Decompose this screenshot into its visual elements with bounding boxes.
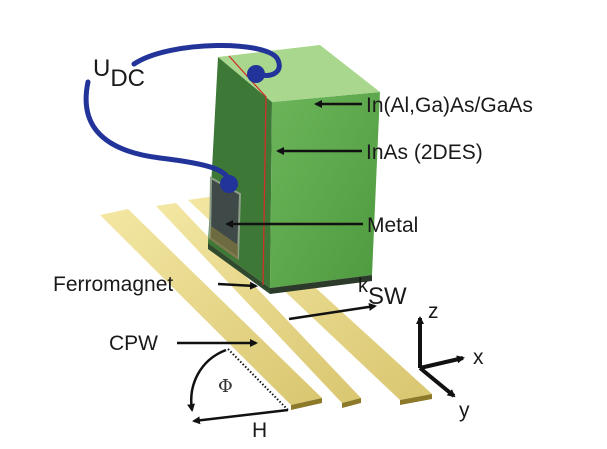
cpw-strip-center: [156, 203, 361, 408]
cpw-label: CPW: [109, 332, 158, 355]
wire-contact-metal: [220, 175, 238, 193]
block-bottom-edge: [270, 275, 372, 294]
barrier-label: In(Al,Ga)As/GaAs: [366, 94, 533, 117]
wire-contact-top: [247, 65, 265, 83]
dc-voltage-wire: [83, 42, 282, 193]
twodes-layer-line: [228, 55, 267, 286]
field-arrow: [192, 408, 289, 425]
x-axis-arrow: [419, 355, 465, 370]
phi-label: Φ: [218, 376, 233, 397]
spin-wave-vector-label: kSW: [358, 275, 407, 310]
field-angle-indicator: Φ H: [187, 348, 289, 442]
angle-arc: [187, 348, 227, 412]
spin-wave-vector-arrow: [288, 302, 377, 321]
ferromagnet-arrow: [217, 281, 258, 290]
ferromagnet-label: Ferromagnet: [53, 273, 173, 296]
heterostructure-block: [208, 45, 380, 294]
ferromagnet-layer: [210, 226, 238, 260]
cpw-strip-left: [100, 209, 322, 410]
z-axis-label: z: [428, 300, 439, 323]
y-axis-label: y: [459, 399, 470, 422]
y-axis-arrow: [418, 366, 456, 398]
field-label: H: [252, 419, 267, 442]
strip-axis-dotted-line: [227, 348, 289, 411]
block-side-face: [270, 92, 380, 288]
twodes-label: InAs (2DES): [366, 141, 483, 164]
voltage-label: UDC: [93, 55, 145, 92]
x-axis-label: x: [473, 346, 484, 369]
coordinate-axes: z x y: [416, 300, 484, 422]
metal-label: Metal: [367, 214, 418, 237]
